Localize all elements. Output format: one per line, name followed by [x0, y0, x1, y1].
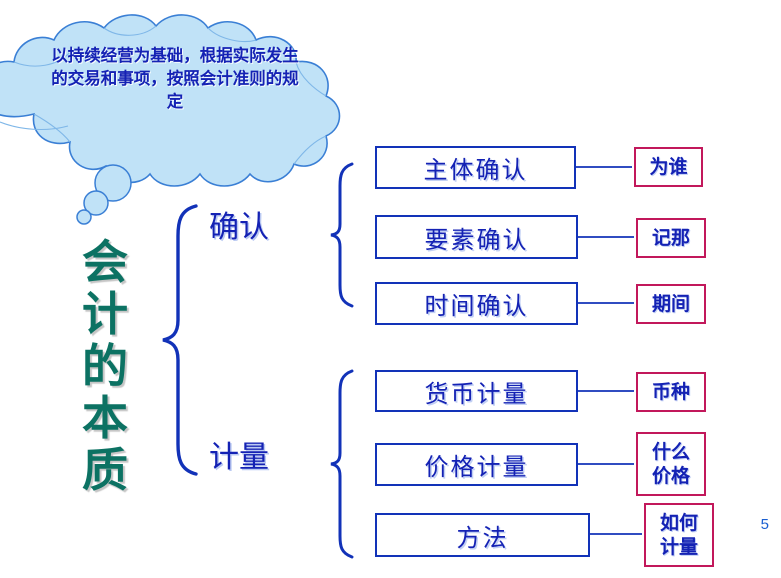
thought-bubble-shape [0, 14, 341, 187]
thought-bubble-trail [76, 164, 132, 225]
tag-box-for-whom[interactable]: 为谁 [634, 147, 703, 187]
title-char-4: 本 [82, 391, 128, 445]
node-box-subject-recognition[interactable]: 主体确认 [375, 146, 576, 189]
node-box-price-measurement[interactable]: 价格计量 [375, 443, 578, 486]
title-char-2: 计 [82, 287, 128, 341]
node-box-monetary-measurement[interactable]: 货币计量 [375, 370, 578, 412]
title-char-1: 会 [82, 235, 128, 289]
tag-box-how-to-measure[interactable]: 如何 计量 [644, 503, 714, 567]
tag-box-currency-type[interactable]: 币种 [636, 372, 706, 412]
tag-line: 计量 [659, 536, 698, 558]
branch-label-recognition: 确认 [209, 210, 269, 245]
tag-box-what-price[interactable]: 什么 价格 [636, 432, 706, 496]
recognition-brace [330, 162, 354, 308]
tag-line: 记那 [651, 227, 690, 249]
tag-box-period[interactable]: 期间 [636, 284, 706, 324]
tag-line: 如何 [659, 512, 698, 534]
connector-lines [576, 166, 642, 535]
main-brace [162, 204, 198, 476]
measurement-brace [330, 369, 354, 559]
branch-label-measurement: 计量 [209, 440, 269, 475]
thought-bubble-text: 以持续经营为基础，根据实际发生的交易和事项，按照会计准则的规定 [51, 46, 299, 111]
tag-line: 什么 [651, 441, 690, 463]
tag-line: 期间 [651, 293, 690, 315]
tag-box-record-what[interactable]: 记那 [636, 218, 706, 258]
page-title: 会 计 的 本 质 [74, 236, 136, 496]
title-char-3: 的 [82, 339, 128, 393]
node-box-method[interactable]: 方法 [375, 513, 590, 557]
tag-line: 价格 [651, 465, 690, 487]
title-char-5: 质 [82, 443, 128, 497]
page-number: 5 [760, 516, 769, 533]
node-box-element-recognition[interactable]: 要素确认 [375, 215, 578, 259]
tag-line: 币种 [651, 381, 690, 403]
tag-line: 为谁 [649, 156, 688, 178]
node-box-time-recognition[interactable]: 时间确认 [375, 282, 578, 325]
